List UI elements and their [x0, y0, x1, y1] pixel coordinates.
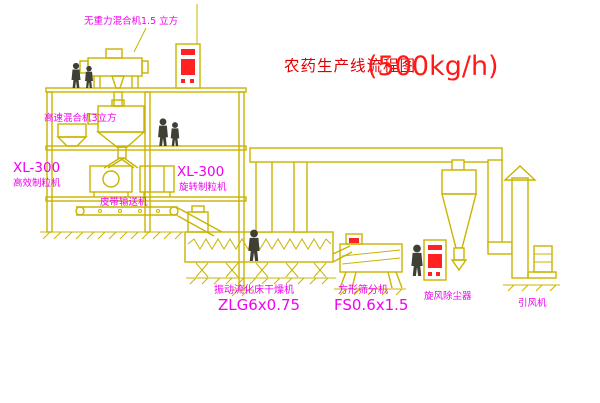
cyclone-separator [441, 169, 477, 272]
high-speed-mixer-label: 高速混合机3立方 [44, 112, 117, 124]
ground-hatch [42, 231, 183, 240]
operator-figure [170, 122, 180, 146]
exhaust-stack [503, 165, 537, 279]
granulator-left-name: 高效制粒机 [13, 177, 61, 189]
fan-label: 引风机 [518, 297, 547, 309]
granulator-right [139, 165, 175, 197]
dryer-name-label: 振动流化床干燥机 [214, 283, 294, 296]
operator-figure [85, 65, 93, 88]
storage-bin [56, 123, 88, 147]
gravity-mixer-label: 无重力混合机1.5 立方 [84, 15, 178, 27]
dryer-model-label: ZLG6x0.75 [218, 296, 300, 314]
granulator-left-model: XL-300 [13, 160, 60, 176]
high-speed-mixer [87, 99, 146, 169]
exhaust-duct [249, 147, 513, 255]
granulator-right-model: XL-300 [177, 164, 224, 180]
operator-figure [71, 62, 81, 88]
sieve-name-label: 方形筛分机 [338, 283, 388, 296]
fluid-bed-dryer [184, 205, 353, 285]
control-cabinet-top [175, 4, 201, 89]
dryer-springs [195, 262, 327, 278]
square-sieve [334, 233, 406, 296]
induced-draft-fan [503, 245, 560, 292]
control-cabinet-right [423, 239, 447, 281]
operator-figure [158, 118, 168, 146]
operator-figure [248, 229, 260, 261]
diagram-capacity: (500kg/h) [367, 51, 499, 82]
belt-conveyor-label: 皮带输送机 [100, 196, 148, 208]
building-frame [40, 87, 254, 297]
granulator-right-name: 旋转制粒机 [179, 181, 227, 193]
operator-figure [411, 244, 423, 276]
diagram-title: 农药生产线流程图 [284, 57, 416, 75]
sieve-model-label: FS0.6x1.5 [334, 296, 408, 314]
cyclone-label: 旋风除尘器 [424, 290, 472, 302]
granulator-left [89, 165, 133, 197]
label-leader-line [133, 27, 147, 53]
